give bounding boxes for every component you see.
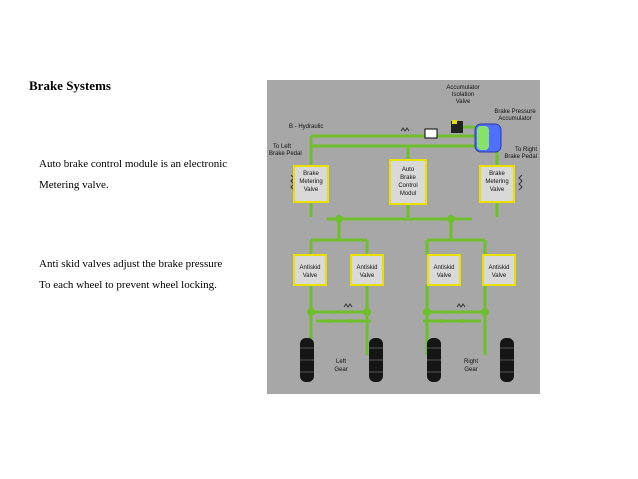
box-label: Antiskid [433,265,454,271]
diagram-label: To Right [515,147,537,153]
box-label: Auto [402,167,415,173]
diagram-label: Right [464,359,478,365]
slide-title: Brake Systems [29,78,111,93]
box-label: Control [398,183,417,189]
valve-indicator-icon [452,120,457,124]
diagram-label: Left [336,359,346,365]
box-label: Brake [400,175,416,181]
box-label: Antiskid [356,265,377,271]
box-label: Brake [489,171,505,177]
box-label: Valve [437,273,452,279]
diagram-label: Isolation [452,92,474,98]
brake-system-diagram: Brake Metering Valve Auto Brake Control … [267,80,540,394]
diagram-label: Gear [334,367,347,373]
box-label: Valve [490,187,505,193]
box-label: Metering [299,179,322,185]
diagram-label: Accumulator [446,85,479,91]
diagram-label: Valve [456,99,471,105]
check-valve-icon [424,128,438,139]
diagram-label: Brake Pedal [504,154,537,160]
accumulator-fluid-icon [477,126,489,150]
box-label: Valve [303,273,318,279]
box-label: Antiskid [488,265,509,271]
tire-treads [300,347,514,373]
diagram-label: Gear [464,367,477,373]
box-label: Antiskid [299,265,320,271]
diagram-label: To Left [273,144,291,150]
right-metering-valve: Brake Metering Valve [479,165,515,203]
paragraph-line: To each wheel to prevent wheel locking. [39,279,217,291]
box-label: Valve [304,187,319,193]
box-label: Metering [485,179,508,185]
diagram-label: B - Hydraulic [289,124,323,130]
paragraph-line: Anti skid valves adjust the brake pressu… [39,258,223,270]
box-label: Brake [303,171,319,177]
box-label: Valve [492,273,507,279]
box-label: Modul [400,191,416,197]
auto-brake-control-module: Auto Brake Control Modul [389,159,427,205]
paragraph-line: Metering valve. [39,179,109,191]
box-label: Valve [360,273,375,279]
antiskid-valve-2: Antiskid Valve [350,254,384,286]
line-fittings [307,215,489,323]
restrictor-symbols [290,127,523,308]
paragraph-anti-skid: Anti skid valves adjust the brake pressu… [39,254,222,296]
left-metering-valve: Brake Metering Valve [293,165,329,203]
diagram-label: Brake Pedal [269,151,302,157]
diagram-labels: Accumulator Isolation Valve Brake Pressu… [269,85,537,373]
diagram-label: Accumulator [498,116,531,122]
paragraph-line: Auto brake control module is an electron… [39,158,228,170]
diagram-label: Brake Pressure [494,109,536,115]
antiskid-valve-1: Antiskid Valve [293,254,327,286]
antiskid-valve-3: Antiskid Valve [427,254,461,286]
paragraph-auto-brake: Auto brake control module is an electron… [39,154,227,196]
antiskid-valve-4: Antiskid Valve [482,254,516,286]
